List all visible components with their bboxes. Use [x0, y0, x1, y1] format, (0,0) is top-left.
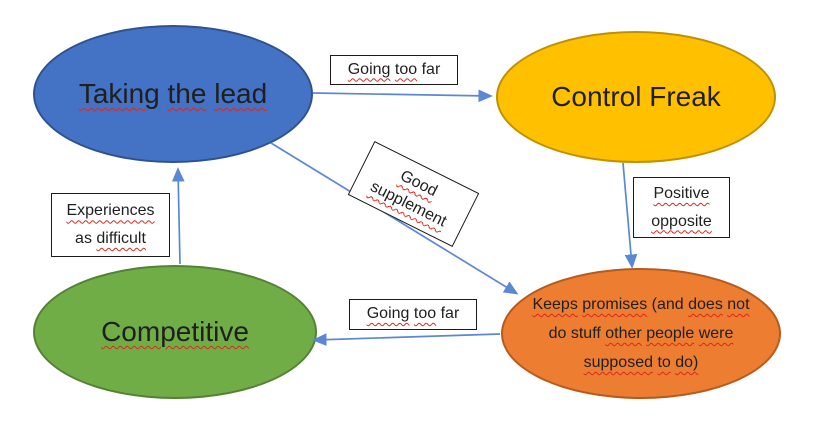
node-label-competitive: Competitive — [101, 316, 249, 348]
arrow-control-freak-to-keeps-promises[interactable] — [622, 162, 638, 269]
node-control-freak[interactable]: Control Freak — [496, 31, 776, 163]
edge-label-text: Going too far — [366, 305, 460, 323]
node-label-taking-the-lead: Taking the lead — [78, 78, 268, 110]
arrow-competitive-to-taking-the-lead[interactable] — [171, 167, 185, 265]
edge-label-going-too-far-top[interactable]: Going too far — [330, 55, 458, 85]
node-competitive[interactable]: Competitive — [33, 265, 317, 399]
arrow-keeps-promises-to-competitive[interactable] — [312, 333, 501, 346]
edge-label-going-too-far-bottom[interactable]: Going too far — [349, 299, 477, 330]
arrow-taking-the-lead-to-control-freak[interactable] — [312, 89, 493, 103]
node-label-control-freak: Control Freak — [551, 81, 721, 113]
edge-label-text: Going too far — [347, 60, 441, 78]
node-taking-the-lead[interactable]: Taking the lead — [33, 25, 313, 163]
